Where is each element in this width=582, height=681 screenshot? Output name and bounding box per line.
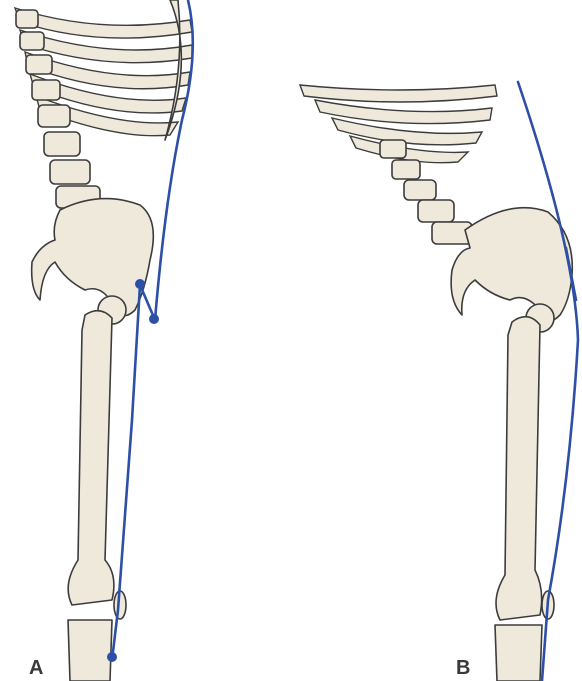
- femur-a: [68, 311, 114, 605]
- pelvis-a: [32, 199, 154, 316]
- panel-b: [300, 82, 578, 681]
- panel-a: [15, 0, 193, 681]
- spine-a: [16, 10, 100, 208]
- marker-dot-middle-a: [149, 314, 159, 324]
- marker-dot-lower-a: [107, 652, 117, 662]
- panel-label-a: A: [29, 657, 43, 680]
- marker-dot-upper-a: [135, 279, 145, 289]
- tibia-b: [495, 625, 542, 681]
- femur-b: [496, 317, 542, 620]
- panel-label-b: B: [456, 657, 470, 680]
- tibia-a: [68, 620, 112, 681]
